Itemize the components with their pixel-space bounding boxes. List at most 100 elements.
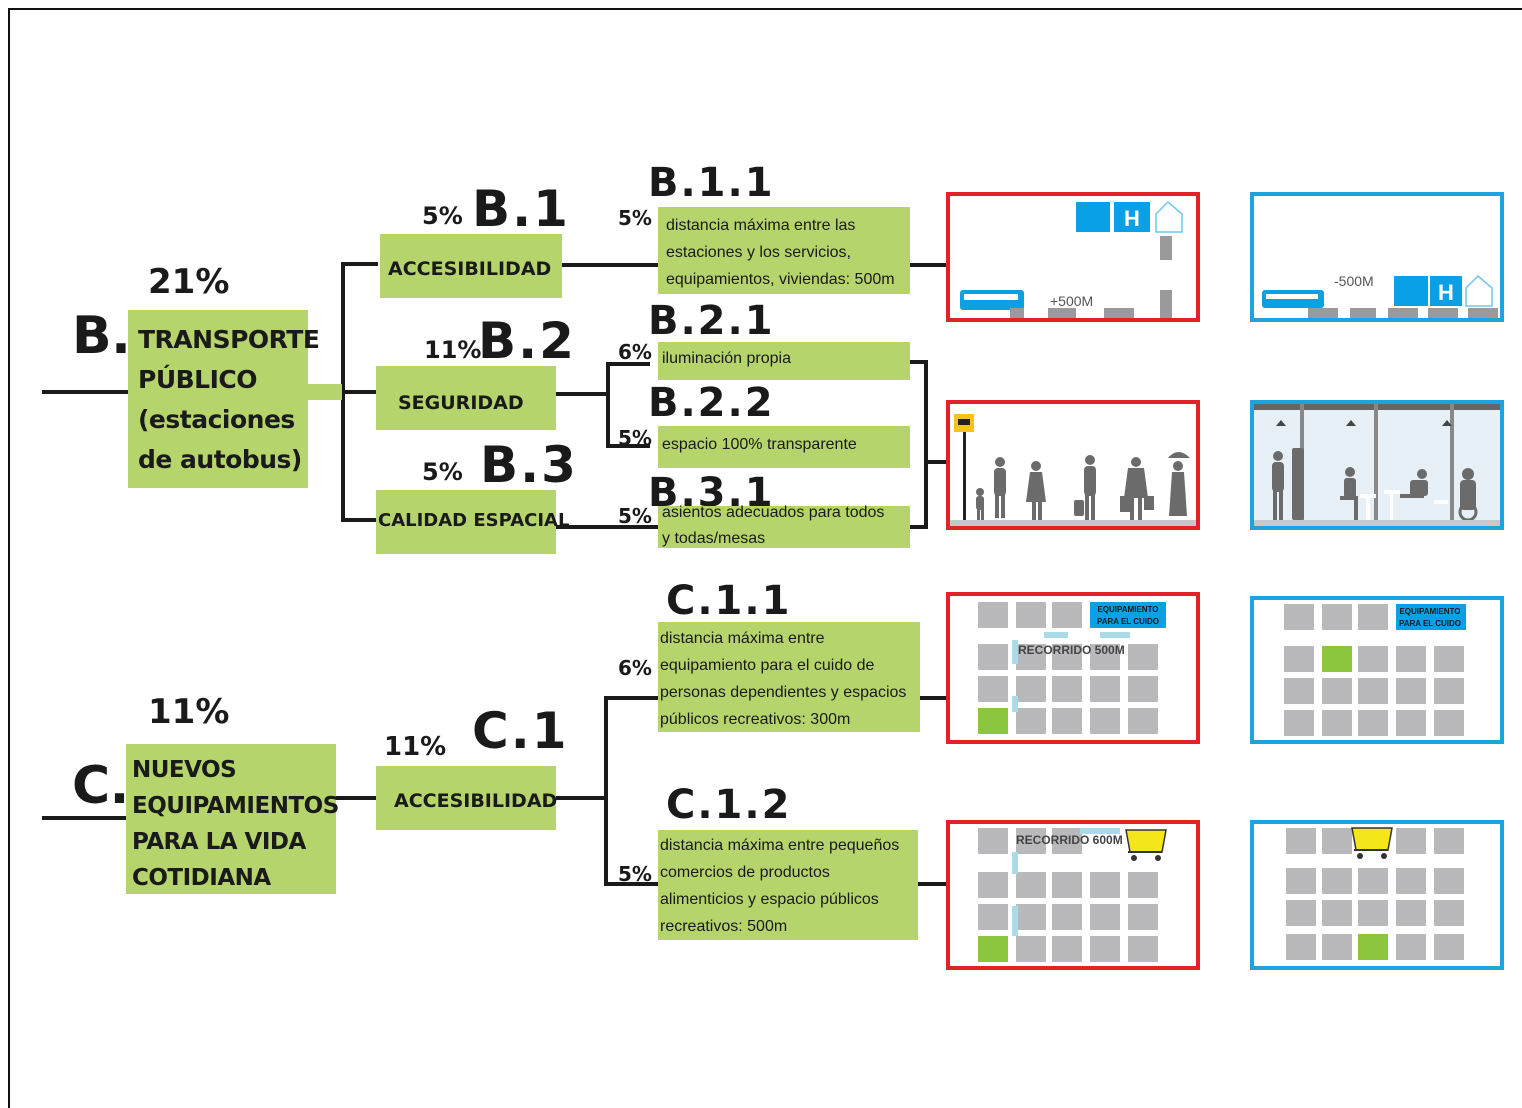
house-icon <box>1155 200 1183 233</box>
b31-line: y todas/mesas <box>662 530 766 547</box>
b3-percent: 5% <box>422 458 463 486</box>
b1-box <box>380 234 562 298</box>
b-title-line: TRANSPORTE <box>138 325 320 354</box>
public-space-block <box>978 708 1008 734</box>
c11-line: distancia máxima entre <box>660 630 825 647</box>
illustration-b1-good: H -500M <box>1250 192 1504 322</box>
c11-percent: 6% <box>618 656 652 680</box>
b-title-line: (estaciones <box>138 405 295 434</box>
b-letter: B. <box>72 306 131 366</box>
c-letter: C. <box>72 756 129 816</box>
hospital-letter: H <box>1438 280 1454 305</box>
b22-box <box>658 426 910 468</box>
b21-box <box>658 342 910 380</box>
illustration-c12-good <box>1250 820 1504 970</box>
c12-text: distancia máxima entre pequeños comercio… <box>660 832 899 940</box>
c12-line: recreativos: 500m <box>660 918 788 935</box>
equip-label: EQUIPAMIENTO <box>1097 605 1158 614</box>
b-title: TRANSPORTE PÚBLICO (estaciones de autobu… <box>138 320 320 480</box>
b-percent: 21% <box>148 262 230 302</box>
b22-code: B.2.2 <box>648 380 775 426</box>
b1-label: ACCESIBILIDAD <box>388 258 552 280</box>
c-title-line: NUEVOS <box>132 757 237 783</box>
distance-label: +500M <box>1050 293 1093 309</box>
bus-icon <box>1262 290 1324 308</box>
c1-percent: 11% <box>384 732 447 762</box>
c12-percent: 5% <box>618 862 652 886</box>
b-title-line: PÚBLICO <box>138 365 258 394</box>
b31-percent: 5% <box>618 504 652 528</box>
c11-code: C.1.1 <box>666 578 792 624</box>
city-blocks <box>1284 604 1464 736</box>
c12-line: alimenticios y espacio públicos <box>660 891 879 908</box>
house-icon <box>1465 274 1493 307</box>
equip-label: PARA EL CUIDO <box>1399 619 1461 628</box>
c-title-box: NUEVOS EQUIPAMIENTOS PARA LA VIDA COTIDI… <box>126 744 339 896</box>
b3-box <box>376 490 556 554</box>
illustration-b2-bad <box>946 400 1200 530</box>
b1-code: B.1 <box>472 180 570 238</box>
b21-percent: 6% <box>618 340 652 364</box>
b31-text: asientos adecuados para todos y todas/me… <box>662 500 884 552</box>
b3-code: B.3 <box>480 436 578 494</box>
route-path <box>1012 632 1130 712</box>
b2-percent: 11% <box>424 336 482 364</box>
b11-percent: 5% <box>618 206 652 230</box>
route-label: RECORRIDO 500M <box>1018 643 1125 657</box>
city-blocks <box>1286 828 1464 960</box>
hospital-icon <box>1430 276 1462 306</box>
c-title: NUEVOS EQUIPAMIENTOS PARA LA VIDA COTIDI… <box>132 752 339 896</box>
b11-line: equipamientos, viviendas: 500m <box>666 271 895 288</box>
care-facility-block <box>1090 602 1166 628</box>
public-space-block <box>1322 646 1352 672</box>
c1-box <box>376 766 556 830</box>
c-title-line: EQUIPAMIENTOS <box>132 793 339 819</box>
b11-line: estaciones y los servicios, <box>666 244 851 261</box>
distance-label: -500M <box>1334 273 1374 289</box>
b2-box <box>376 366 556 430</box>
illustration-c12-bad: RECORRIDO 600M <box>946 820 1200 970</box>
c11-line: equipamiento para el cuido de <box>660 657 875 674</box>
b22-percent: 5% <box>618 426 652 450</box>
route-label: RECORRIDO 600M <box>1016 833 1123 847</box>
c-title-line: PARA LA VIDA <box>132 829 306 855</box>
diagram-frame <box>8 8 1522 1108</box>
shopping-cart-icon <box>1125 829 1167 861</box>
c11-line: personas dependientes y espacios <box>660 684 907 701</box>
building-icon <box>1394 276 1428 306</box>
hospital-icon <box>1114 202 1150 232</box>
b11-text: distancia máxima entre las estaciones y … <box>666 212 895 293</box>
b-title-box: TRANSPORTE PÚBLICO (estaciones de autobu… <box>128 310 320 488</box>
route-path <box>1012 828 1120 936</box>
b11-code: B.1.1 <box>648 160 775 206</box>
c-percent: 11% <box>148 692 230 732</box>
c11-line: públicos recreativos: 300m <box>660 711 851 728</box>
b2-code: B.2 <box>478 312 576 370</box>
b2-label: SEGURIDAD <box>398 392 524 414</box>
illustration-b2-good <box>1250 400 1504 530</box>
c12-code: C.1.2 <box>666 782 792 828</box>
b31-line: asientos adecuados para todos <box>662 504 885 521</box>
shopping-cart-icon <box>1351 827 1393 859</box>
equip-label: EQUIPAMIENTO <box>1399 607 1460 616</box>
b11-box <box>658 207 910 294</box>
pedestrian-silhouettes <box>976 452 1190 520</box>
equip-label: PARA EL CUIDO <box>1097 617 1159 626</box>
public-space-block <box>1358 934 1388 960</box>
seats-tables <box>1360 490 1448 520</box>
c11-text: distancia máxima entre equipamiento para… <box>660 625 906 733</box>
seated-people-silhouettes <box>1272 448 1478 522</box>
c1-code: C.1 <box>472 702 569 760</box>
b21-text: iluminación propia <box>662 350 791 367</box>
city-blocks <box>978 828 1158 962</box>
building-icon <box>1076 202 1110 232</box>
illustration-b1-bad: H +500M <box>946 192 1200 322</box>
b11-line: distancia máxima entre las <box>666 217 856 234</box>
b22-text: espacio 100% transparente <box>662 436 857 453</box>
b-title-line: de autobus) <box>138 445 302 474</box>
b31-box <box>658 506 910 548</box>
public-space-block <box>978 936 1008 962</box>
care-facility-block <box>1396 604 1466 630</box>
c12-box <box>658 830 918 940</box>
